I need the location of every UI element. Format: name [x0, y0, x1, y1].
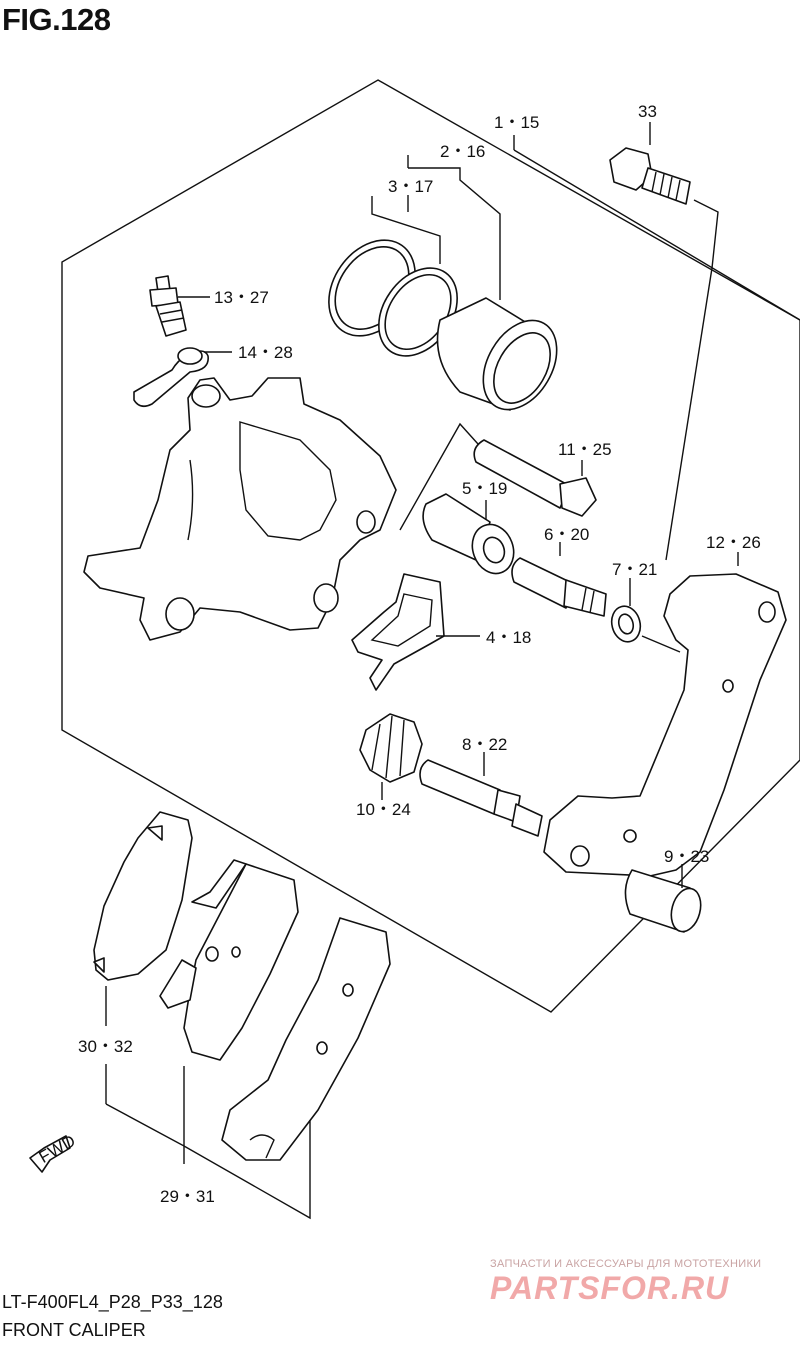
label-part-12-26: 12・26 — [706, 533, 761, 552]
label-part-7-21: 7・21 — [612, 560, 657, 579]
washer-7 — [610, 605, 642, 643]
label-part-6-20: 6・20 — [544, 525, 589, 544]
caliper-body — [83, 377, 397, 641]
brake-pad-front — [159, 859, 299, 1061]
pin-11 — [473, 439, 597, 517]
pad-spring-4 — [351, 573, 445, 691]
diagram-code: LT-F400FL4_P28_P33_128 — [2, 1292, 223, 1312]
caliper-bracket — [543, 573, 787, 877]
pin-6 — [511, 557, 607, 617]
assembly-boundary — [61, 79, 800, 1013]
pad-shim — [93, 811, 193, 981]
label-part-4-18: 4・18 — [486, 628, 531, 647]
bleeder-screw — [149, 275, 187, 337]
label-part-30-32: 30・32 — [78, 1037, 133, 1056]
diagram-caption: FRONT CALIPER — [2, 1320, 146, 1340]
label-part-10-24: 10・24 — [356, 800, 411, 819]
watermark-tagline: ЗАПЧАСТИ И АКСЕССУАРЫ ДЛЯ МОТОТЕХНИКИ — [490, 1258, 762, 1270]
callout-labels: 1・15 2・16 3・17 33 13・27 14・28 11・25 5・19… — [78, 102, 761, 1206]
fwd-label: FWD — [36, 1131, 79, 1167]
boot-10 — [359, 713, 423, 783]
watermark-logo: PARTSFOR.RU — [490, 1270, 730, 1306]
label-part-14-28: 14・28 — [238, 343, 293, 362]
label-part-2-16: 2・16 — [440, 142, 485, 161]
piston — [436, 297, 558, 411]
label-part-29-31: 29・31 — [160, 1187, 215, 1206]
sleeve-9 — [624, 869, 702, 933]
label-part-11-25: 11・25 — [558, 440, 612, 459]
label-part-5-19: 5・19 — [462, 479, 507, 498]
fwd-arrow: FWD — [29, 1131, 79, 1173]
label-part-8-22: 8・22 — [462, 735, 507, 754]
brake-pad-back — [221, 917, 391, 1161]
label-part-9-23: 9・23 — [664, 847, 709, 866]
label-part-3-17: 3・17 — [388, 177, 433, 196]
bushing-5 — [422, 493, 515, 575]
bleeder-cap — [133, 347, 209, 408]
pin-8 — [419, 759, 543, 837]
figure-title: FIG.128 — [2, 2, 111, 37]
label-part-1-15: 1・15 — [494, 113, 539, 132]
label-part-33: 33 — [638, 102, 657, 121]
label-part-13-27: 13・27 — [214, 288, 269, 307]
leader-lines — [105, 122, 800, 1220]
bolt-33 — [609, 147, 691, 205]
